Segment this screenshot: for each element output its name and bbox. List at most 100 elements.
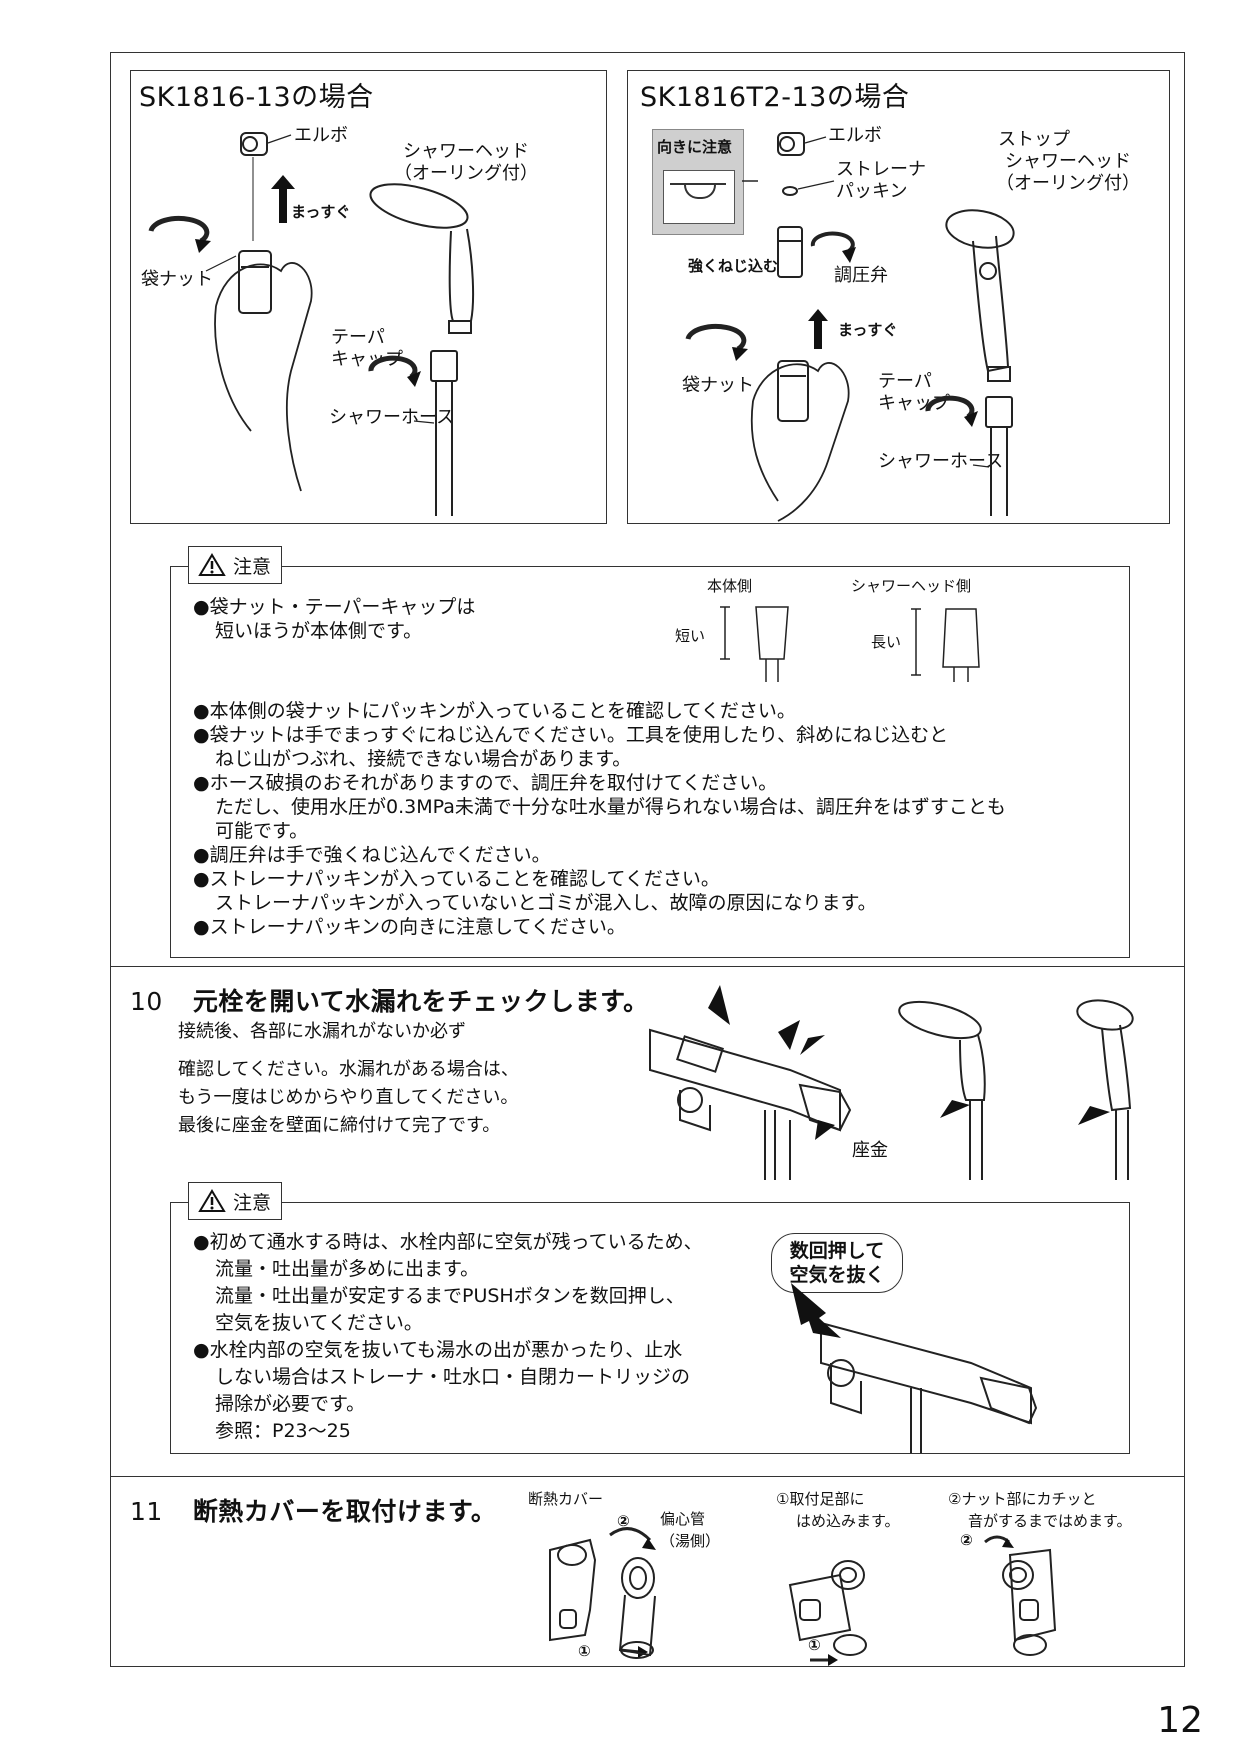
caution-tag-1: 注意 — [188, 546, 283, 584]
paragraph-line: 接続後、各部に水漏れがないか必ず — [178, 1021, 466, 1042]
page-number: 12 — [1157, 1700, 1203, 1741]
caution-line: 流量・吐出量が安定するまでPUSHボタンを数回押し、 — [215, 1285, 685, 1307]
short-cap-icon — [755, 606, 789, 660]
panel-sk1816-13: SK1816-13の場合 エルボ まっすぐ 袋ナット シャワーヘッド （オーリン… — [130, 70, 607, 524]
press-arrow-icon — [791, 1283, 841, 1338]
caution-box-1: ●袋ナット・テーパーキャップは 短いほうが本体側です。 本体側 シャワーヘッド側… — [170, 566, 1130, 958]
caution-line: ねじ山がつぶれ、接続できない場合があります。 — [215, 748, 632, 770]
pointer-arrow-icon — [815, 1120, 835, 1140]
push-button-illustration — [791, 1283, 1038, 1453]
label-elbow: エルボ — [294, 125, 348, 146]
panel-title: SK1816-13の場合 — [139, 82, 374, 113]
label-taper-cap: テーパ キャップ — [878, 371, 950, 414]
caution-line: 可能です。 — [215, 820, 309, 842]
taper-cap-icon — [985, 396, 1013, 428]
cover-snapped-icon — [1008, 1548, 1057, 1642]
orientation-note-box: 向きに注意 — [652, 129, 744, 235]
caution-line: ●初めて通水する時は、水栓内部に空気が残っているため、 — [193, 1231, 703, 1253]
paragraph-line: 最後に座金を壁面に締付けて完了です。 — [178, 1115, 501, 1136]
panel-title: SK1816T2-13の場合 — [640, 82, 910, 113]
caution1-list: ●本体側の袋ナットにパッキンが入っていることを確認してください。●袋ナットは手で… — [193, 699, 1006, 939]
stop-shower-head-icon — [945, 209, 1015, 249]
caution-line: しない場合はストレーナ・吐水口・自閉カートリッジの — [215, 1366, 691, 1388]
packing-shape — [663, 170, 735, 224]
label-nut: 袋ナット — [682, 375, 754, 396]
caution-box-2: ●初めて通水する時は、水栓内部に空気が残っているため、流量・吐出量が多めに出ます… — [170, 1202, 1130, 1454]
caution-line: 参照：P23～25 — [215, 1420, 351, 1442]
cap-comparison-illustration — [720, 606, 980, 682]
shower-head-icon — [898, 1000, 982, 1040]
faucet-body-icon — [820, 1321, 1032, 1425]
rotate-arrow-icon-2 — [925, 395, 975, 419]
elbow-icon — [777, 132, 805, 156]
label-long: 長い — [871, 633, 902, 651]
label-straight: まっすぐ — [291, 203, 351, 221]
label-circle-1: ① — [578, 1642, 591, 1660]
svg-text:②: ② — [960, 1531, 973, 1549]
pointer-arrow-icon — [800, 1035, 825, 1055]
insulation-cover-icon — [549, 1538, 597, 1642]
caution1-first-item: ●袋ナット・テーパーキャップは 短いほうが本体側です。 — [193, 596, 476, 642]
label-shower-hose: シャワーホース — [329, 407, 455, 428]
caution2-list: ●初めて通水する時は、水栓内部に空気が残っているため、流量・吐出量が多めに出ます… — [193, 1229, 703, 1445]
caution-line: ストレーナパッキンが入っていないとゴミが混入し、故障の原因になります。 — [215, 892, 877, 914]
long-cap-icon — [942, 608, 980, 668]
pointer-arrow-icon — [1078, 1106, 1110, 1125]
label-taper-cap: テーパ キャップ — [331, 327, 403, 370]
air-release-bubble: 数回押して 空気を抜く — [771, 1233, 903, 1293]
arrow-up-icon — [271, 175, 295, 223]
label-nut: 袋ナット — [141, 269, 213, 290]
caution-line: 流量・吐出量が多めに出ます。 — [215, 1258, 480, 1280]
pointer-arrow-icon — [940, 1100, 970, 1118]
caution-line: ●本体側の袋ナットにパッキンが入っていることを確認してください。 — [193, 700, 796, 722]
hand-icon — [214, 262, 313, 492]
left-assembly-illustration — [148, 132, 475, 516]
label-shower-hose: シャワーホース — [878, 451, 1004, 472]
warning-triangle-icon — [198, 553, 226, 576]
label-elbow: エルボ — [828, 125, 882, 146]
divider-2 — [110, 1476, 1185, 1477]
label-strainer-packing: ストレーナ パッキン — [836, 159, 926, 202]
insulation-cover-illustration: ① ② — [549, 1527, 1057, 1666]
caution-tag-label: 注意 — [233, 555, 272, 578]
label-straight: まっすぐ — [838, 321, 898, 339]
caution-line: ただし、使用水圧が0.3MPa未満で十分な吐水量が得られない場合は、調圧弁をはず… — [215, 796, 1006, 818]
pointer-arrow-icon — [778, 1020, 800, 1050]
caution-line: 掃除が必要です。 — [215, 1393, 366, 1415]
label-circle-2: ② — [617, 1512, 630, 1530]
caution-tag-label: 注意 — [233, 1191, 272, 1214]
strainer-packing-icon — [782, 186, 798, 196]
arrow-up-icon — [808, 309, 828, 349]
regulator-valve-icon — [777, 226, 803, 278]
cover-fitted-icon — [788, 1573, 852, 1642]
rotate-arrow-icon — [685, 323, 747, 352]
panel-sk1816t2-13: SK1816T2-13の場合 向きに注意 エルボ ストレーナ パッキン 強くねじ… — [627, 70, 1170, 524]
label-fig2: ①取付足部に はめ込みます。 — [776, 1490, 900, 1530]
elbow-icon — [240, 132, 268, 156]
caution-line: ●ホース破損のおそれがありますので、調圧弁を取付けてください。 — [193, 772, 778, 794]
faucet-check-illustration — [649, 985, 1134, 1180]
label-shower-head: シャワーヘッド （オーリング付） — [394, 141, 538, 184]
caution-line: ●ストレーナパッキンの向きに注意してください。 — [193, 916, 626, 938]
warning-triangle-icon — [198, 1189, 226, 1212]
label-short: 短い — [675, 627, 706, 645]
paragraph-line: もう一度はじめからやり直してください。 — [178, 1087, 519, 1108]
label-tighten: 強くねじ込む — [688, 257, 779, 275]
eccentric-pipe-icon — [621, 1557, 655, 1599]
label-insulation-cover: 断熱カバー — [528, 1490, 604, 1508]
hand-icon — [750, 362, 850, 522]
label-fig3: ②ナット部にカチッと 音がするまではめます。 — [948, 1490, 1132, 1530]
caution-line: ●調圧弁は手で強くねじ込んでください。 — [193, 844, 551, 866]
label-washer: 座金 — [852, 1140, 888, 1161]
svg-text:①: ① — [808, 1636, 821, 1654]
page-frame — [110, 52, 1185, 1667]
label-regulator: 調圧弁 — [834, 265, 888, 286]
label-stop-shower-head: ストップ シャワーヘッド （オーリング付） — [996, 129, 1140, 194]
label-body-side: 本体側 — [707, 577, 753, 595]
caution-line: ●袋ナットは手でまっすぐにねじ込んでください。工具を使用したり、斜めにねじ込むと — [193, 724, 949, 746]
divider-1 — [110, 966, 1185, 967]
label-eccentric-pipe: 偏心管 （湯側） — [660, 1510, 721, 1550]
rotate-arrow-icon — [148, 215, 210, 244]
